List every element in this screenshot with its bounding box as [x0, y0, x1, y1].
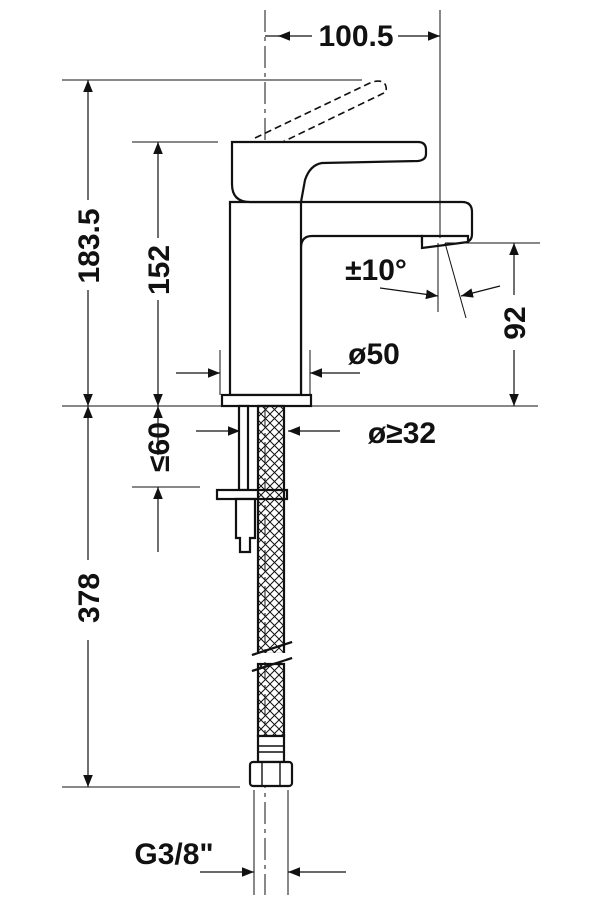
base-flange [220, 393, 313, 408]
dimension-lines [83, 31, 519, 877]
label-spray-angle: ±10° [345, 254, 407, 287]
label-spout-reach: 100.5 [318, 20, 393, 53]
union-nut [248, 760, 294, 788]
fixing-nut [234, 497, 257, 554]
braided-hose-upper [256, 404, 286, 656]
hose-break-gap [256, 653, 286, 662]
threaded-stud [237, 404, 250, 492]
hose-ferrule [256, 734, 286, 764]
label-hole-diameter: ø≥32 [368, 417, 436, 450]
dim-line-angle [379, 287, 439, 300]
mounting-parts [215, 404, 294, 788]
lever-handle [230, 140, 428, 204]
label-hose-length: 378 [73, 573, 106, 623]
label-total-height: 183.5 [73, 208, 106, 283]
extension-lines [62, 10, 540, 895]
label-connection-thread: G3/8" [134, 838, 213, 871]
label-lever-height: 152 [143, 245, 176, 295]
body-column [228, 200, 303, 397]
aerator [420, 234, 470, 250]
label-outlet-height: 92 [499, 306, 532, 339]
label-deck-thickness: ≤60 [143, 422, 176, 472]
braided-hose-lower [256, 662, 286, 738]
faucet-body [220, 80, 474, 408]
label-body-diameter: ø50 [348, 338, 400, 371]
